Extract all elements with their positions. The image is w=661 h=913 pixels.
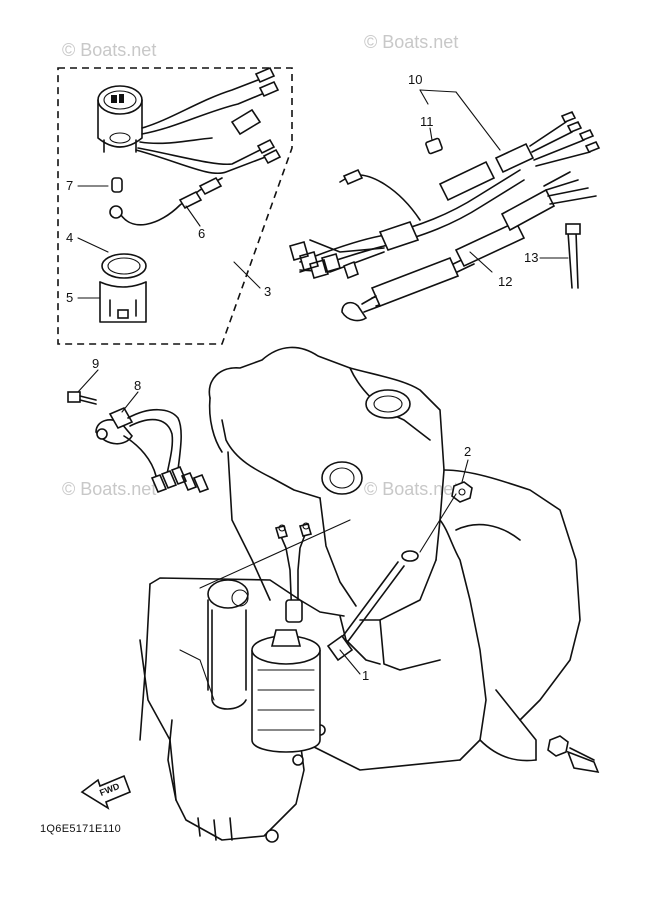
nut — [451, 481, 473, 503]
motor-leads — [274, 522, 313, 623]
holder-bracket — [99, 281, 147, 323]
callout-5: 5 — [66, 290, 73, 305]
callout-4: 4 — [66, 230, 73, 245]
diagram-code: 1Q6E5171E110 — [40, 823, 121, 835]
callout-6: 6 — [198, 226, 205, 241]
cable-tie — [565, 223, 581, 289]
tilt-motor — [207, 579, 321, 753]
sender-lead — [117, 177, 223, 226]
callout-10: 10 — [408, 72, 422, 87]
bracket-outline — [139, 346, 581, 843]
trim-meter — [97, 85, 143, 153]
watermark-top-right: © Boats.net — [364, 32, 458, 52]
callout-13: 13 — [524, 250, 538, 265]
meter-terminals — [254, 66, 280, 98]
meter-wire-1 — [141, 79, 259, 129]
mounting-bolt — [326, 550, 419, 662]
trim-sensor — [95, 406, 210, 494]
callout-7: 7 — [66, 178, 73, 193]
callout-9: 9 — [92, 356, 99, 371]
meter-wire-5 — [135, 149, 269, 174]
watermark-mid-left: © Boats.net — [62, 479, 156, 499]
watermark-top-left: © Boats.net — [62, 40, 156, 60]
watermark-mid-right: © Boats.net — [364, 479, 458, 499]
callout-1: 1 — [362, 668, 369, 683]
sender-lead-eye — [109, 205, 123, 219]
callout-8: 8 — [134, 378, 141, 393]
meter-wire-4 — [137, 147, 261, 166]
meter-wire-2 — [141, 93, 263, 135]
meter-pins — [256, 138, 282, 165]
sender-lead-sleeves — [178, 176, 223, 210]
meter-connector — [230, 108, 262, 136]
callout-3: 3 — [264, 284, 271, 299]
wiring-harness — [289, 110, 601, 322]
fwd-arrow-icon: FWD — [80, 774, 132, 810]
sensor-bolt — [67, 391, 97, 405]
callout-11: 11 — [420, 114, 434, 129]
lower-bolt — [547, 735, 600, 774]
harness-sleeve — [425, 137, 443, 155]
callout-12: 12 — [498, 274, 512, 289]
meter-wire-3 — [139, 137, 213, 145]
grommet — [111, 177, 123, 193]
kit-boundary — [57, 67, 293, 345]
callout-2: 2 — [464, 444, 471, 459]
